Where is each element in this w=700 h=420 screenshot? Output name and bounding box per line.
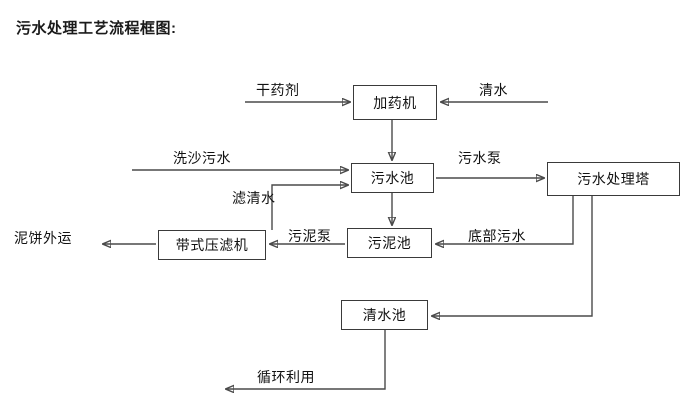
node-label: 污水池 [370, 170, 415, 186]
wire-bottom-sewage [436, 196, 574, 244]
node-dosing-machine[interactable]: 加药机 [353, 85, 437, 120]
wire-tower-to-clear [432, 196, 593, 316]
node-clear-water-pool[interactable]: 清水池 [341, 300, 428, 330]
node-label: 带式压滤机 [175, 237, 249, 253]
edge-label-clean-water-in: 清水 [479, 82, 508, 98]
edge-label-filtrate-return: 滤清水 [232, 190, 276, 206]
node-sewage-pool[interactable]: 污水池 [351, 163, 434, 193]
node-sludge-pool[interactable]: 污泥池 [347, 228, 432, 258]
edge-label-bottom-sewage: 底部污水 [468, 228, 526, 244]
node-belt-filter-press[interactable]: 带式压滤机 [158, 230, 266, 260]
node-label: 污水处理塔 [577, 171, 650, 187]
node-label: 清水池 [362, 307, 407, 323]
node-treatment-tower[interactable]: 污水处理塔 [547, 162, 680, 196]
wire-recycle-reuse [226, 330, 386, 389]
edge-label-recycle-reuse: 循环利用 [257, 369, 315, 385]
edge-label-mud-cake-out: 泥饼外运 [14, 230, 72, 246]
node-label: 污泥池 [367, 235, 412, 251]
edge-label-sewage-pump: 污水泵 [458, 150, 502, 166]
edge-label-sludge-pump: 污泥泵 [288, 228, 332, 244]
node-label: 加药机 [373, 94, 417, 111]
edge-label-sand-wash-sewage: 洗沙污水 [173, 150, 231, 166]
wire-filtrate-return [271, 185, 348, 230]
edge-label-dry-agent-in: 干药剂 [256, 82, 300, 98]
page-title: 污水处理工艺流程框图: [16, 20, 177, 37]
